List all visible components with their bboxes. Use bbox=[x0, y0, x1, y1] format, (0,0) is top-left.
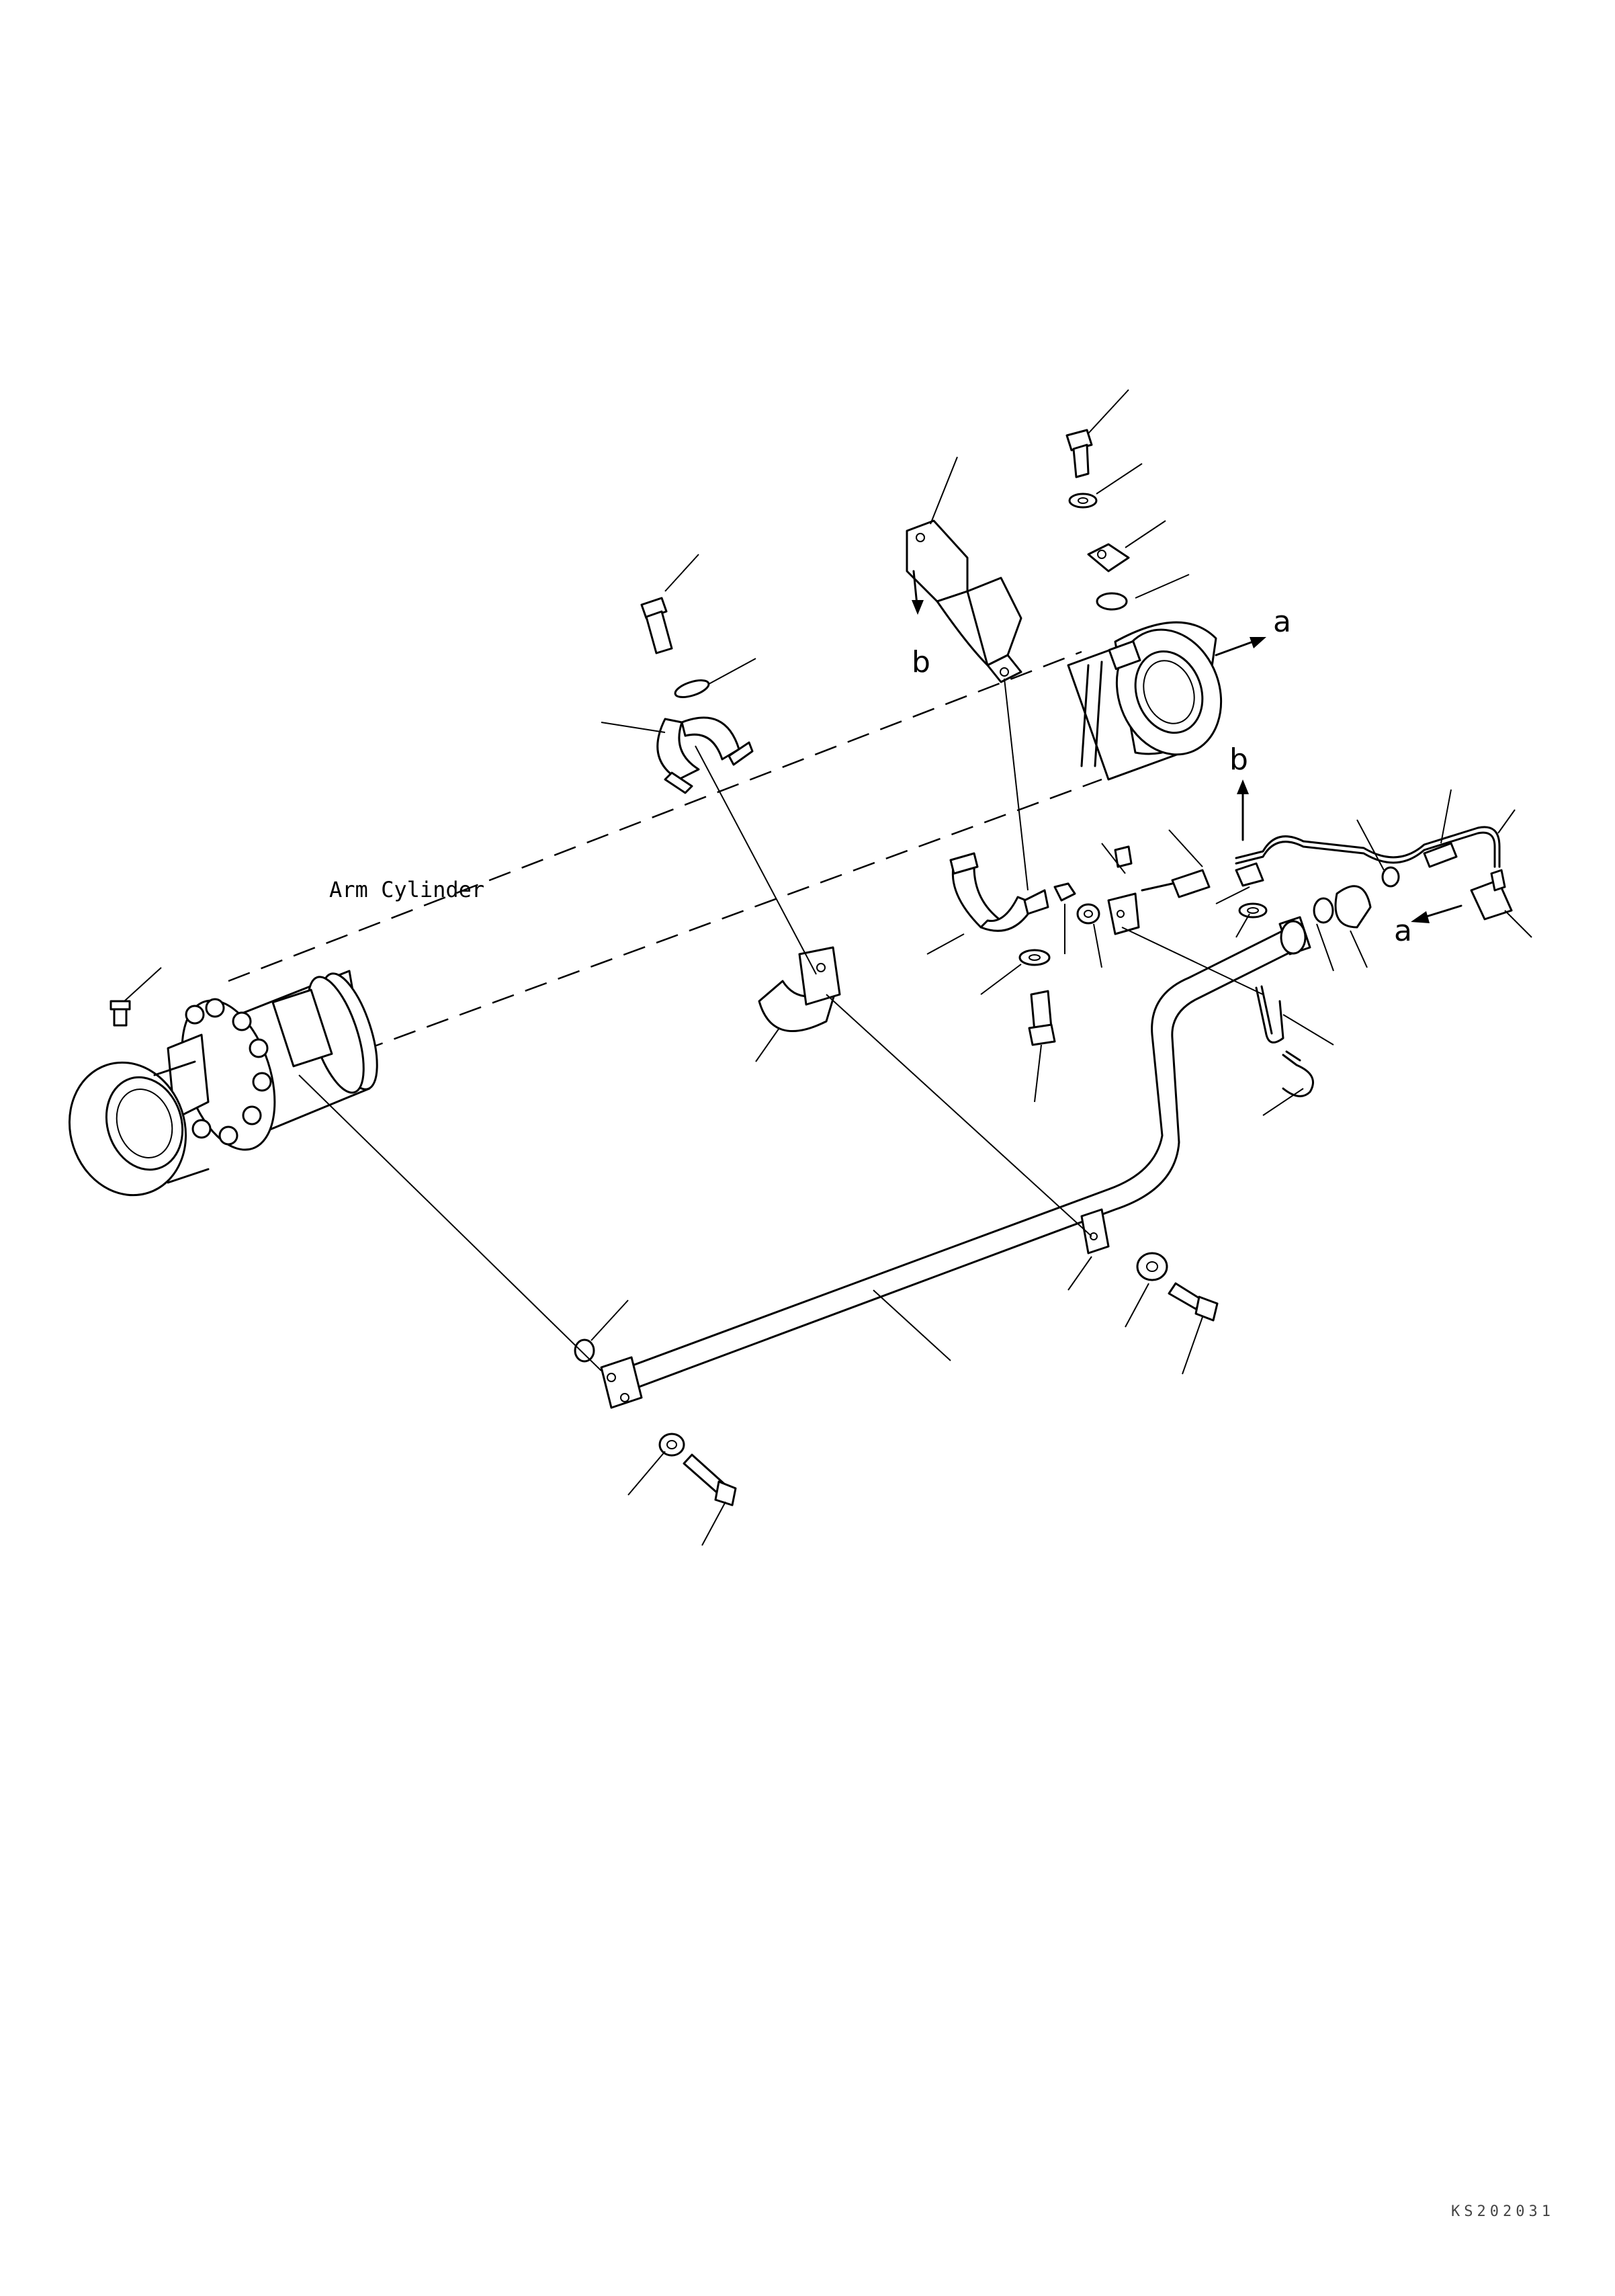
u-bolt-lower bbox=[1282, 1050, 1314, 1097]
oring-left bbox=[574, 1338, 595, 1363]
pipe-clamp-upper-left bbox=[656, 716, 754, 794]
bolt-bottom-left bbox=[683, 1453, 737, 1506]
cylinder-rod-end bbox=[68, 970, 378, 1197]
pipe-flange-left bbox=[600, 1356, 643, 1409]
washer-small bbox=[1076, 903, 1100, 925]
split-clamp bbox=[758, 946, 841, 1032]
ref-marker-b-right: b bbox=[1229, 742, 1248, 777]
ref-marker-b-top: b bbox=[912, 645, 930, 679]
bolt-upper-left bbox=[640, 597, 673, 654]
clamp-block-top-right bbox=[1087, 543, 1130, 572]
bolt-top-right bbox=[1065, 429, 1093, 478]
pipe-support-clamp bbox=[1080, 1208, 1110, 1255]
oring-upper-left bbox=[674, 679, 710, 698]
component-label: Arm Cylinder bbox=[329, 877, 484, 902]
u-bolt-upper bbox=[1255, 985, 1284, 1044]
ref-marker-a-top: a bbox=[1273, 605, 1291, 639]
ref-marker-a-right: a bbox=[1394, 914, 1412, 948]
bolt-pipe-clamp bbox=[1168, 1282, 1219, 1322]
washer-pipe-clamp bbox=[1136, 1252, 1168, 1281]
leader-lines bbox=[124, 389, 1532, 1546]
cylinder-head-end bbox=[1067, 621, 1223, 781]
drawing-code: KS202031 bbox=[1451, 2203, 1555, 2220]
elbow-fitting bbox=[1235, 862, 1264, 887]
sensor-bracket bbox=[1107, 892, 1140, 935]
tube-connector bbox=[1423, 842, 1458, 868]
grease-nipple-small bbox=[1114, 845, 1133, 868]
reference-arrows bbox=[912, 570, 1463, 923]
split-flange bbox=[1313, 885, 1372, 929]
grease-fitting bbox=[110, 1000, 131, 1027]
main-hydraulic-pipe bbox=[617, 916, 1311, 1392]
nut-small bbox=[1053, 882, 1076, 902]
pressure-sensor bbox=[1141, 869, 1211, 898]
mounting-bracket bbox=[906, 519, 1022, 683]
small-tube bbox=[1235, 826, 1501, 868]
pipe-clamp-lower bbox=[949, 852, 1049, 932]
washer-lower-clamp bbox=[1018, 949, 1051, 966]
washer-right bbox=[1238, 902, 1268, 919]
washer-top-right bbox=[1068, 493, 1098, 509]
elbow-a bbox=[1470, 869, 1513, 921]
washer-bottom-left bbox=[658, 1433, 685, 1457]
cap-top-right bbox=[1096, 592, 1128, 611]
bolt-lower-clamp bbox=[1028, 990, 1056, 1046]
arm-cylinder bbox=[68, 621, 1223, 1197]
oring-tube bbox=[1381, 866, 1400, 888]
